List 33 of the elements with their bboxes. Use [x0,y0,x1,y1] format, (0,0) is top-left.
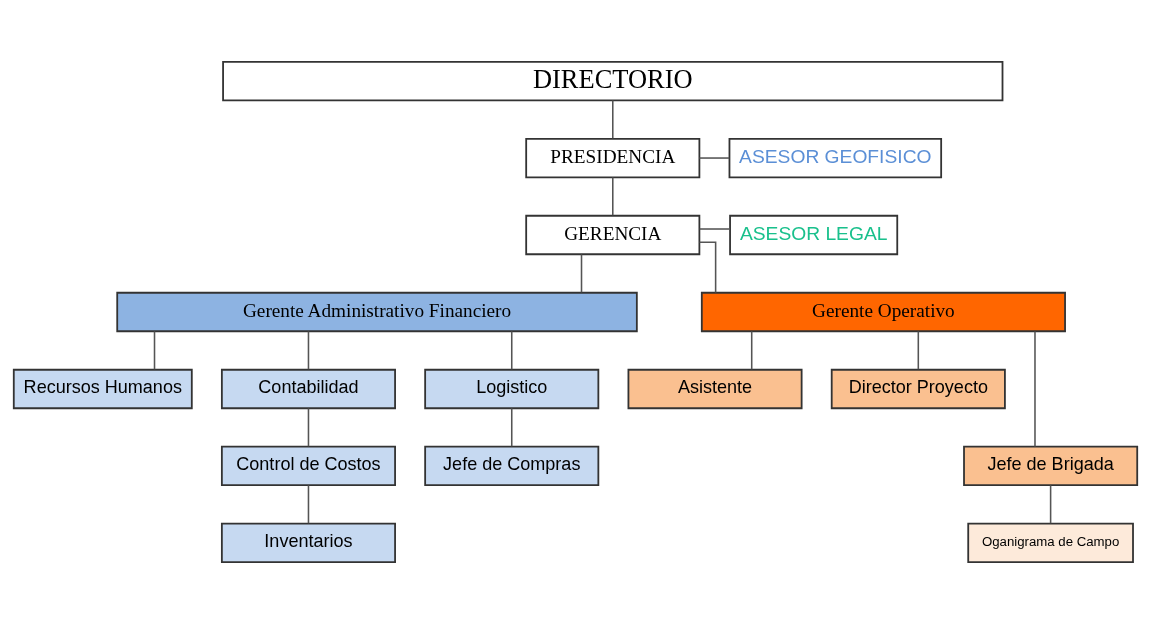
connector [1049,484,1052,525]
connector [917,330,920,371]
connector [510,330,513,371]
node-box: Oganigrama de Campo [967,522,1134,564]
connector [612,176,614,217]
node-box: Gerente Operativo [700,291,1066,333]
connector [307,484,310,525]
node-box: PRESIDENCIA [525,137,701,179]
node-box: Director Proyecto [830,368,1006,410]
connector [307,407,310,448]
connector [750,330,753,371]
node-box: Logistico [424,368,600,410]
connector [698,228,731,230]
node-box: Jefe de Compras [424,445,600,487]
connector [698,241,717,294]
node-box: Contabilidad [220,368,396,410]
node-box: Gerente Administrativo Financiero [116,291,638,333]
node-box: ASESOR LEGAL [729,214,899,256]
connector [153,330,156,371]
node-box: Jefe de Brigada [963,445,1139,487]
node-box: Asistente [627,368,803,410]
node-box: Inventarios [220,522,396,564]
connector [510,407,513,448]
connector [612,99,614,140]
node-box: Recursos Humanos [12,368,193,410]
connector [307,330,310,371]
node-box: GERENCIA [525,214,701,256]
node-box: ASESOR GEOFISICO [728,137,943,179]
connector [1034,330,1036,448]
node-box: DIRECTORIO [222,60,1004,102]
connector [698,157,730,159]
node-box: Control de Costos [220,445,396,487]
connector [580,253,583,294]
